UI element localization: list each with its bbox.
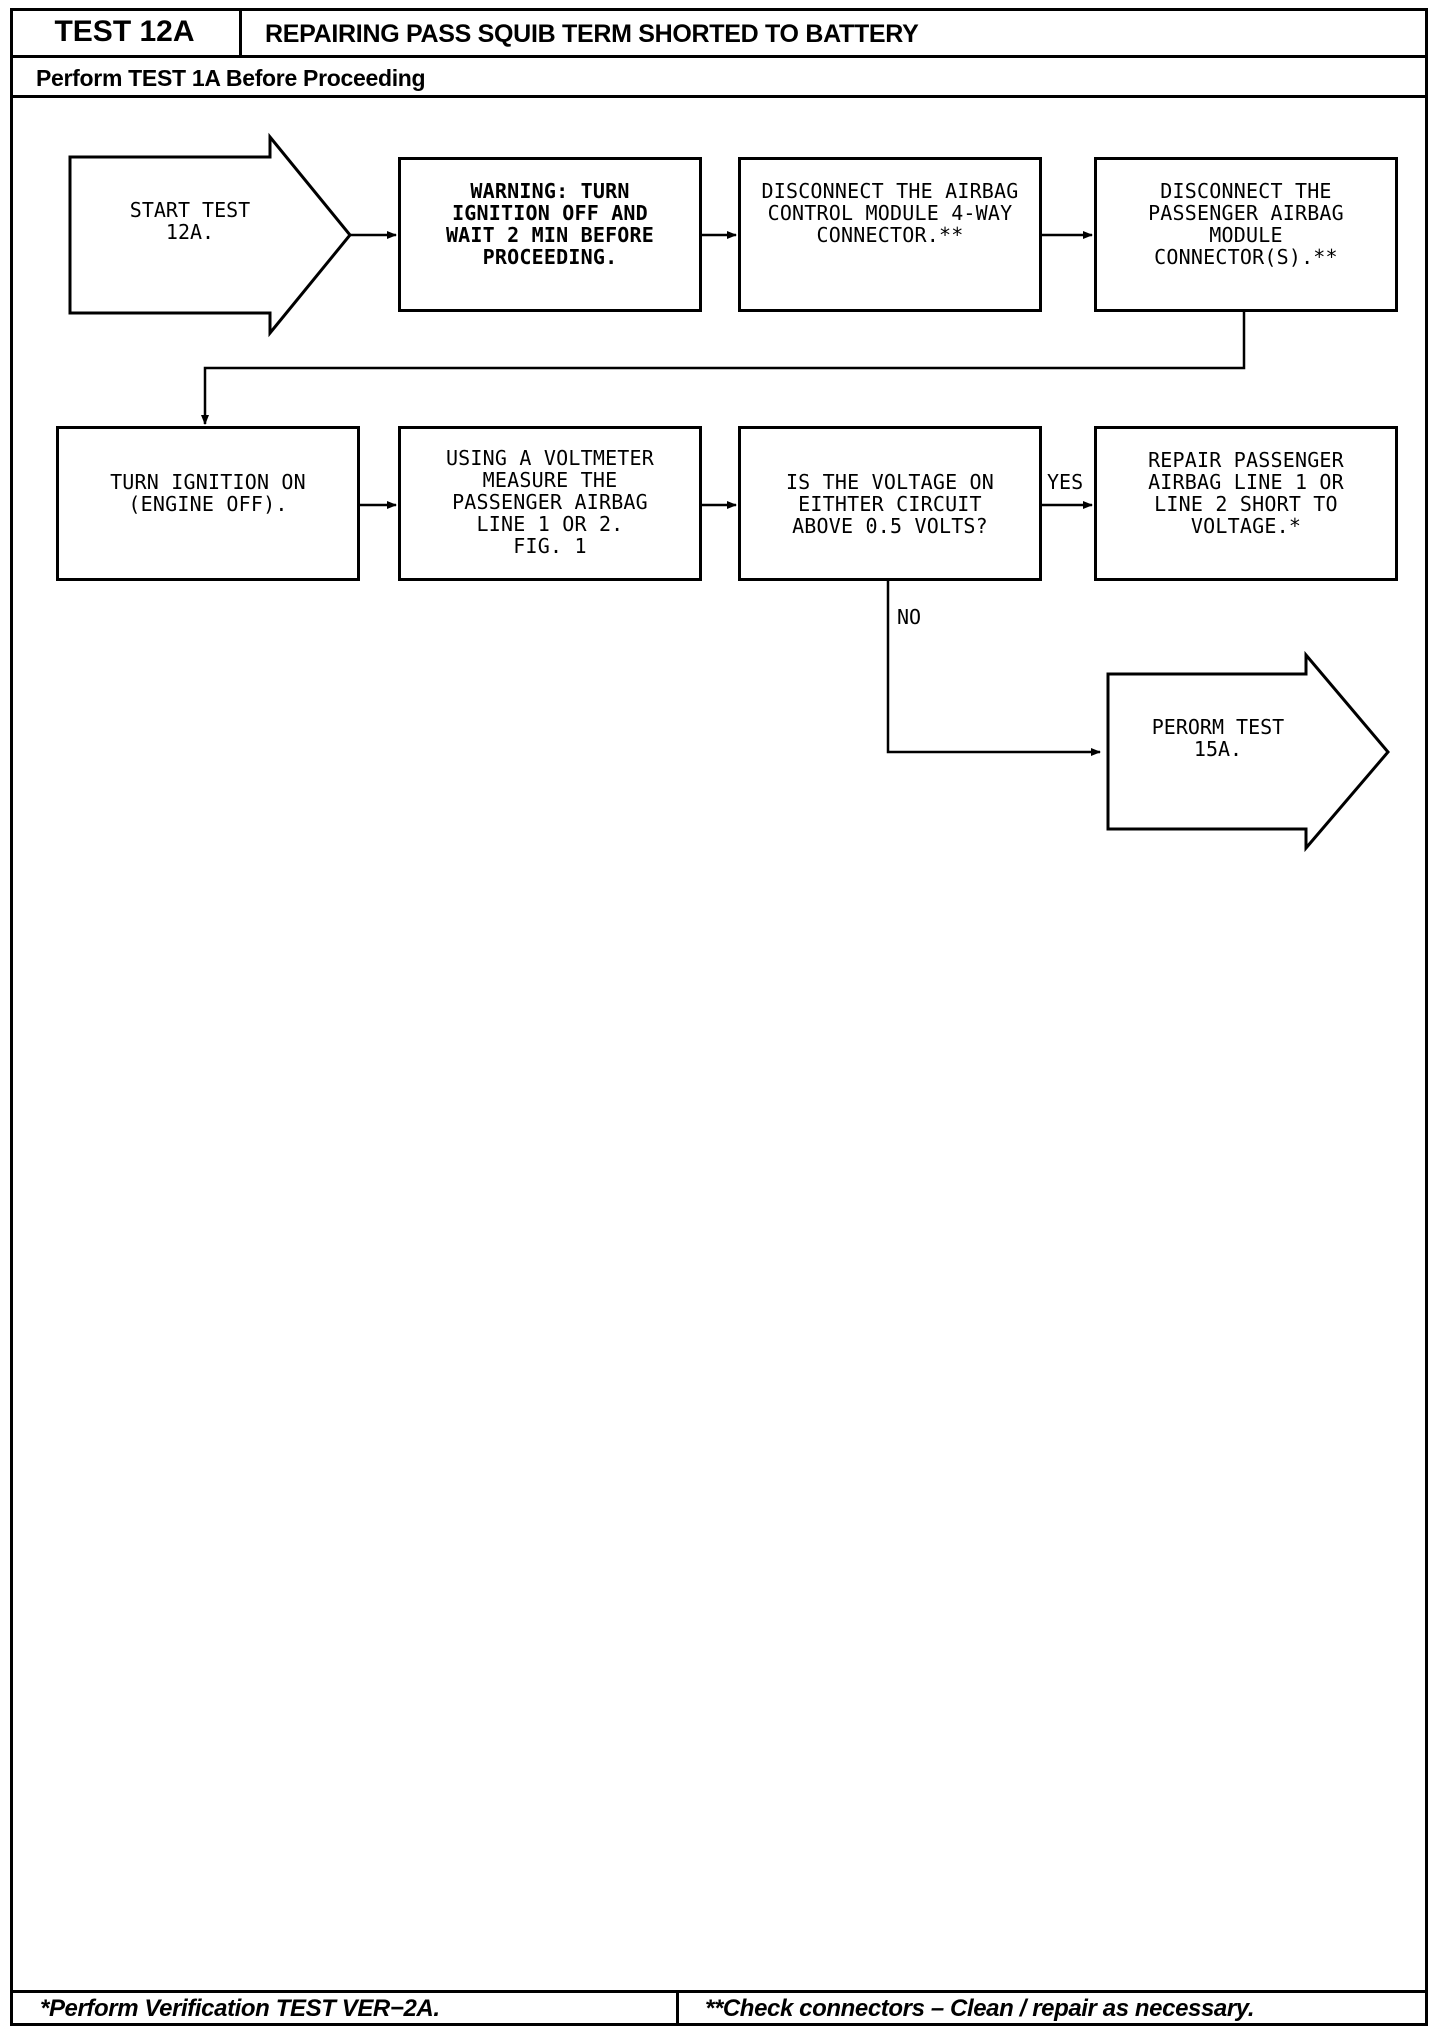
question-text: IS THE VOLTAGE ON EITHTER CIRCUIT ABOVE … <box>785 470 995 538</box>
question-box: IS THE VOLTAGE ON EITHTER CIRCUIT ABOVE … <box>738 426 1042 581</box>
footer-separator <box>676 1990 679 2026</box>
repair-text: REPAIR PASSENGER AIRBAG LINE 1 OR LINE 2… <box>1148 448 1344 538</box>
start-test-text: START TEST 12A. <box>129 198 251 244</box>
arrow-pass-to-ignition <box>201 311 1246 425</box>
disconnect-acm-box: DISCONNECT THE AIRBAG CONTROL MODULE 4-W… <box>738 157 1042 312</box>
perform-test-text: PERORM TEST 15A. <box>1151 715 1285 761</box>
page-title: REPAIRING PASS SQUIB TERM SHORTED TO BAT… <box>265 19 919 48</box>
arrow-question-to-perform <box>886 581 1101 756</box>
page-frame <box>10 8 1428 2026</box>
disconnect-pass-box: DISCONNECT THE PASSENGER AIRBAG MODULE C… <box>1094 157 1398 312</box>
footer-connector-note: **Check connectors – Clean / repair as n… <box>705 1995 1255 2022</box>
perform-arrow-shape <box>1106 650 1390 853</box>
disconnect-acm-text: DISCONNECT THE AIRBAG CONTROL MODULE 4-W… <box>761 179 1019 247</box>
footer-verification-note: *Perform Verification TEST VER−2A. <box>40 1995 440 2022</box>
prerequisite-note: Perform TEST 1A Before Proceeding <box>36 64 426 91</box>
no-label: NO <box>897 605 922 629</box>
subheader-divider <box>10 95 1428 98</box>
ignition-on-text: TURN IGNITION ON (ENGINE OFF). <box>110 470 306 516</box>
measure-text: USING A VOLTMETER MEASURE THE PASSENGER … <box>445 446 655 558</box>
warning-text: WARNING: TURN IGNITION OFF AND WAIT 2 MI… <box>445 179 655 269</box>
start-arrow-shape <box>68 132 352 338</box>
yes-label: YES <box>1047 470 1084 494</box>
disconnect-pass-text: DISCONNECT THE PASSENGER AIRBAG MODULE C… <box>1148 179 1344 269</box>
header-divider <box>10 55 1428 58</box>
measure-box: USING A VOLTMETER MEASURE THE PASSENGER … <box>398 426 702 581</box>
footer-divider <box>10 1990 1428 1993</box>
warning-box: WARNING: TURN IGNITION OFF AND WAIT 2 MI… <box>398 157 702 312</box>
repair-box: REPAIR PASSENGER AIRBAG LINE 1 OR LINE 2… <box>1094 426 1398 581</box>
ignition-on-box: TURN IGNITION ON (ENGINE OFF). <box>56 426 360 581</box>
